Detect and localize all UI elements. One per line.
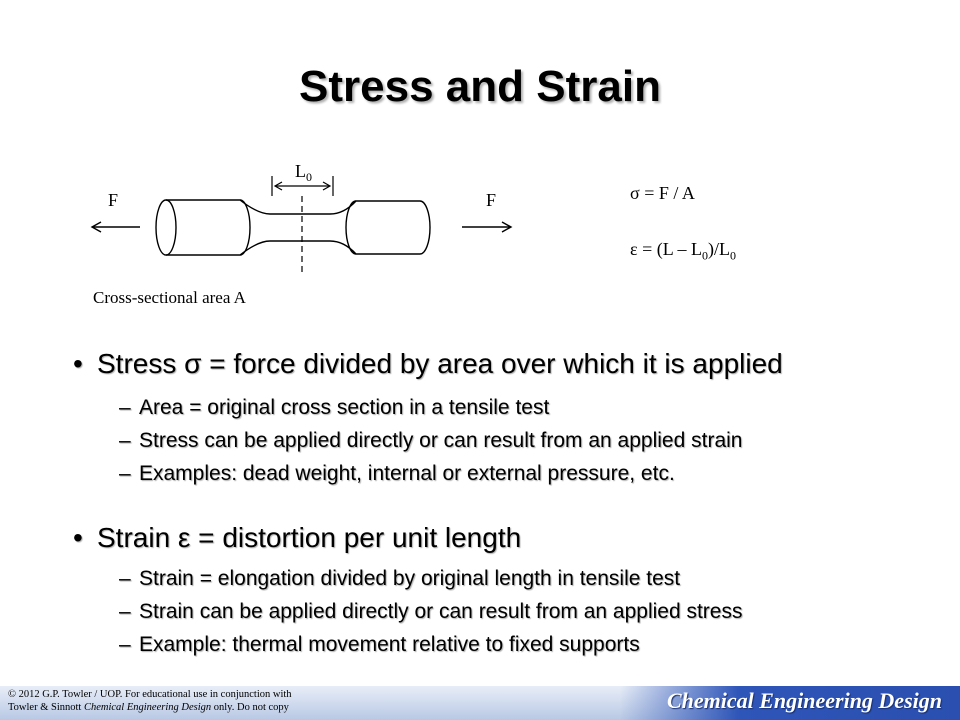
sub-bullet: –Area = original cross section in a tens… [119, 396, 550, 419]
force-label-right: F [486, 190, 496, 210]
bullet-stress: •Stress σ = force divided by area over w… [73, 348, 783, 379]
footer-brand-band [620, 686, 960, 720]
tensile-specimen-diagram: F F L0 Cross-sectional area A [90, 161, 513, 307]
sub-bullet: –Examples: dead weight, internal or exte… [119, 462, 675, 485]
bullet-dot: • [73, 522, 83, 553]
sub-bullet: –Example: thermal movement relative to f… [119, 633, 640, 656]
sub-bullet: –Strain can be applied directly or can r… [119, 600, 743, 623]
slide-title: Stress and Strain [299, 62, 661, 111]
specimen-body [155, 199, 431, 256]
footer-brand: Chemical Engineering Design [666, 688, 942, 713]
length-label: L0 [295, 161, 312, 184]
left-force-arrow [90, 221, 140, 233]
right-force-arrow [462, 221, 513, 233]
force-label-left: F [108, 190, 118, 210]
gauge-length-marker [271, 176, 334, 196]
strain-formula: ε = (L – L0)/L0 [630, 239, 737, 263]
area-label: Cross-sectional area A [93, 288, 247, 307]
bullet-strain: •Strain ε = distortion per unit length [73, 522, 522, 553]
footer-bar: © 2012 G.P. Towler / UOP. For educationa… [0, 686, 960, 720]
stress-formula: σ = F / A [630, 183, 695, 203]
bullet-dot: • [73, 348, 83, 379]
copyright-notice: © 2012 G.P. Towler / UOP. For educationa… [8, 689, 292, 713]
sub-bullet: –Stress can be applied directly or can r… [119, 429, 743, 452]
sub-bullet: –Strain = elongation divided by original… [119, 567, 681, 590]
